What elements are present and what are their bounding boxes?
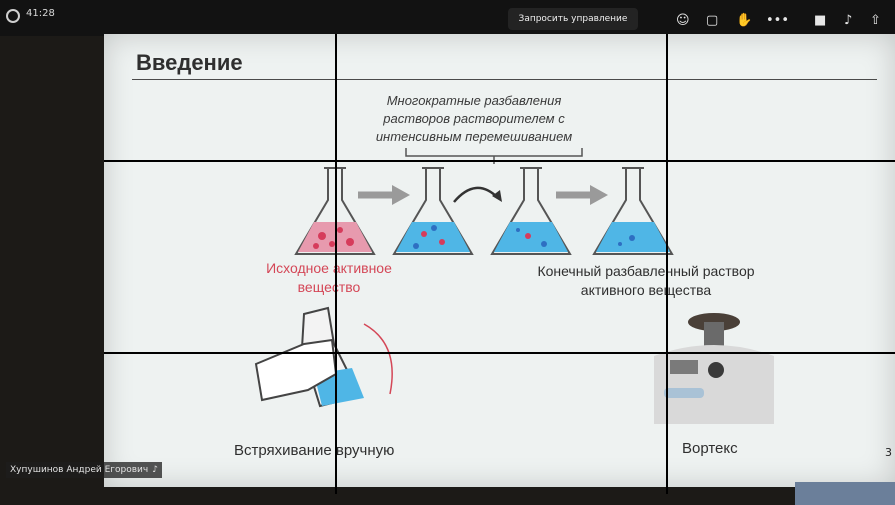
initial-substance-label: Исходное активное вещество — [266, 260, 392, 295]
slide-page-number: 3 — [885, 446, 892, 459]
caption-bracket — [405, 148, 583, 164]
final-solution-label: Конечный разбавленный раствор активного … — [537, 263, 755, 298]
meeting-toolbar: 41:28 Запросить управление ☺ ▢ ✋ ••• ■ ♪… — [0, 0, 895, 36]
grid-line — [104, 160, 895, 162]
more-icon[interactable]: ••• — [766, 13, 790, 28]
hand-shaking-flask-icon — [254, 306, 393, 408]
request-control-button[interactable]: Запросить управление — [508, 8, 638, 30]
participant-name-tag: Хупушинов Андрей Егорович ♪ — [6, 462, 162, 478]
arrow-right-icon — [358, 185, 410, 205]
chat-icon[interactable]: ▢ — [706, 13, 719, 28]
camera-icon[interactable]: ■ — [814, 13, 827, 28]
grid-line — [104, 352, 895, 354]
manual-shaking-label: Встряхивание вручную — [234, 442, 395, 459]
meeting-timer: 41:28 — [26, 8, 55, 19]
vortex-label: Вортекс — [682, 440, 738, 457]
grid-line — [335, 34, 337, 494]
microphone-icon[interactable]: ♪ — [844, 13, 853, 28]
participant-video-thumbnail[interactable] — [795, 482, 895, 505]
participants-icon[interactable]: ☺ — [676, 13, 690, 28]
slide-title: Введение — [136, 50, 243, 75]
recording-indicator-icon — [6, 9, 20, 23]
vortex-mixer-icon — [654, 313, 774, 424]
dilution-caption: Многократные разбавления растворов раств… — [375, 93, 573, 144]
grid-line — [666, 34, 668, 494]
raise-hand-icon[interactable]: ✋ — [736, 13, 753, 28]
dilution-flask-icon — [392, 167, 474, 255]
final-flask-icon — [592, 167, 674, 255]
mixing-arrow-icon — [453, 186, 502, 203]
title-divider — [132, 79, 877, 80]
presentation-slide: Введение Многократные разбавления раство… — [104, 34, 895, 487]
microphone-icon: ♪ — [152, 465, 158, 475]
arrow-right-icon — [556, 185, 608, 205]
participant-name: Хупушинов Андрей Егорович — [10, 465, 149, 475]
dilution-flask-icon — [490, 167, 572, 255]
share-icon[interactable]: ⇧ — [870, 13, 881, 28]
